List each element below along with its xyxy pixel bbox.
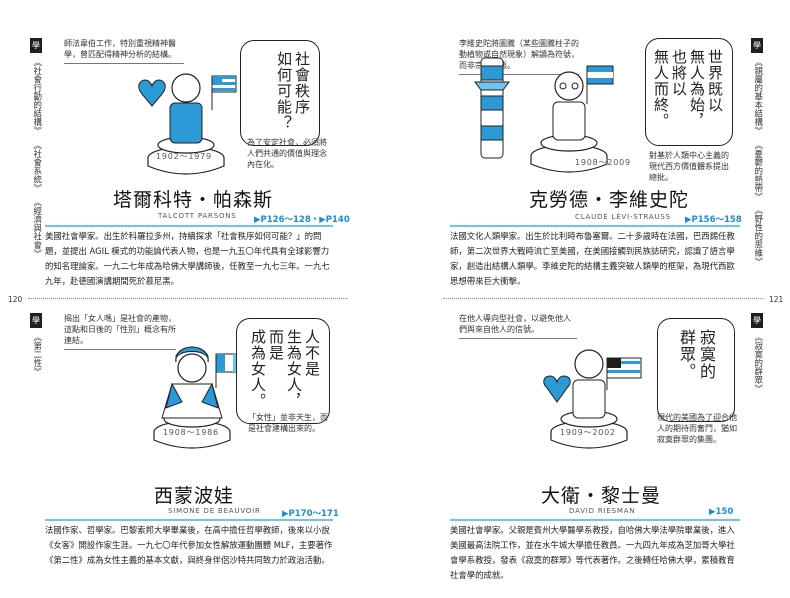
speech-bubble: 人不是 生為女人， 而是 成為女人。	[236, 318, 330, 424]
related-works: 《寂寞的群眾》	[750, 333, 764, 399]
quote: 寂寞的 群眾。	[677, 329, 716, 380]
person-name: 塔爾科特・帕森斯	[113, 189, 274, 211]
divider-bar	[45, 519, 333, 521]
related-work: 《經濟與社會》	[31, 197, 42, 258]
related-work: 《憂鬱的熱帶》	[752, 140, 763, 201]
divider-bar	[45, 225, 333, 227]
related-work: 《社會系統》	[31, 140, 42, 192]
page-number-left: 120	[8, 295, 23, 304]
note-bottom: 對基於人類中心主義的現代西方價值體系提出總批。	[649, 151, 729, 182]
related-work: 《社會行動的結構》	[31, 58, 42, 135]
section-tab: 學	[751, 38, 763, 53]
page-references: ▶P170～171	[282, 509, 339, 519]
section-divider	[28, 298, 348, 299]
section-tab: 學	[751, 313, 763, 328]
person-name-latin: DAVID RIESMAN	[569, 507, 636, 515]
note-bottom: 現代的美國為了迎合他人的期待而奮鬥，猶如寂寞群眾的集團。	[657, 413, 737, 444]
beauvoir-figure-illustration	[153, 346, 243, 449]
person-name: 克勞德・李維史陀	[529, 189, 690, 211]
life-years: 1902～1979	[156, 152, 212, 161]
note-bottom: 為了安定社會，必須將人們共通的價值與理念內在化。	[247, 138, 327, 169]
page-references: ▶150	[709, 507, 734, 517]
section-tab: 學	[30, 313, 42, 328]
divider-bar	[450, 519, 740, 521]
quote: 社會秩序 如何可能？	[275, 51, 311, 131]
related-works: 《親屬的基本結構》 《憂鬱的熱帶》 《野性的思維》	[750, 58, 764, 272]
speech-bubble: 世界既以 無人為始， 也將以 無人而終。	[645, 38, 733, 146]
biography: 美國社會學家。父親是賓州大學醫學系教授，自哈佛大學法學院畢業後，進入美國最高法院…	[450, 525, 735, 580]
left-page: 學 《社會行動的結構》 《社會系統》 《經濟與社會》 師法韋伯工作，特別重視精神…	[0, 0, 395, 590]
person-name-latin: TALCOTT PARSONS	[158, 212, 237, 220]
page-number-right: 121	[769, 295, 784, 304]
biography: 美國社會學家。出生於科羅拉多州，持續探求「社會秩序如何可能？」的問題，並提出 A…	[45, 231, 330, 286]
speech-bubble: 社會秩序 如何可能？	[240, 40, 320, 146]
person-name: 大衛・黎士曼	[541, 485, 662, 507]
related-works: 《第二性》	[29, 333, 43, 382]
related-work: 《第二性》	[31, 333, 42, 376]
related-work: 《野性的思維》	[752, 206, 763, 266]
person-name-latin: CLAUDE LÉVI-STRAUSS	[575, 213, 671, 221]
levi-strauss-figure-illustration	[474, 57, 614, 173]
entry-levi-strauss: 李維史陀將圖騰（某些圖騰柱子的動植物或自然現象）解讀為符號，而非宗教形態。 19…	[395, 0, 790, 290]
section-divider	[443, 298, 763, 299]
page-references: ▶P126～128・▶P140	[254, 215, 350, 225]
life-years: 1909～2002	[560, 428, 616, 437]
divider-bar	[450, 225, 740, 227]
entry-beauvoir: 學 《第二性》 揭出「女人嗎」是社會的產物，這點和日後的「性別」概念有所連結。 …	[0, 300, 395, 590]
quote: 人不是 生為女人， 而是 成為女人。	[249, 329, 321, 409]
note-top: 師法韋伯工作，特別重視精神醫學，曾匹配得精神分析的結構。	[64, 38, 184, 64]
person-name: 西蒙波娃	[154, 485, 235, 507]
quote: 世界既以 無人為始， 也將以 無人而終。	[652, 49, 724, 129]
note-bottom: 「女性」並非天生，而是社會建構出來的。	[248, 413, 328, 433]
speech-bubble: 寂寞的 群眾。	[657, 318, 735, 422]
right-page: 李維史陀將圖騰（某些圖騰柱子的動植物或自然現象）解讀為符號，而非宗教形態。 19…	[395, 0, 790, 598]
related-work: 《親屬的基本結構》	[752, 58, 763, 135]
entry-riesman: 在他人導向型社會，以避免他人們與來自他人的信號。 1909～2002 寂寞的 群…	[395, 300, 790, 590]
biography: 法國文化人類學家。出生於比利時布魯塞爾。二十多歲時在法國，巴西錫任教師，第二次世…	[450, 231, 735, 286]
person-name-latin: SIMONE DE BEAUVOIR	[168, 507, 261, 515]
life-years: 1908～1986	[163, 428, 219, 437]
note-top: 在他人導向型社會，以避免他人們與來自他人的信號。	[459, 313, 577, 339]
life-years: 1908～2009	[575, 158, 631, 167]
biography: 法國作家、哲學家。巴黎索邦大學畢業後，在高中擔任哲學教師，後來以小說《女客》開設…	[45, 525, 333, 565]
riesman-figure-illustration	[543, 349, 642, 449]
entry-parsons: 學 《社會行動的結構》 《社會系統》 《經濟與社會》 師法韋伯工作，特別重視精神…	[0, 0, 395, 290]
section-tab: 學	[30, 38, 42, 53]
related-work: 《寂寞的群眾》	[752, 333, 763, 393]
related-works: 《社會行動的結構》 《社會系統》 《經濟與社會》	[29, 58, 43, 263]
page-references: ▶P156～158	[685, 215, 742, 225]
parsons-figure-illustration	[138, 73, 237, 175]
note-top: 揭出「女人嗎」是社會的產物，這點和日後的「性別」概念有所連結。	[64, 313, 176, 350]
